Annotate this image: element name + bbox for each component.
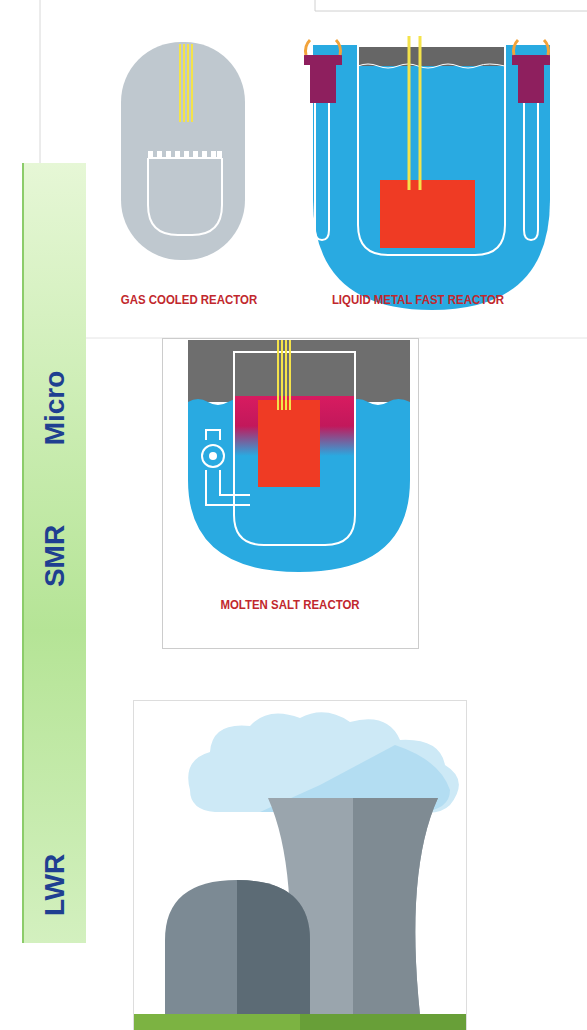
band-label: SMR bbox=[39, 525, 71, 587]
band-label: LWR bbox=[39, 854, 71, 916]
reactor-caption: GAS COOLED REACTOR bbox=[121, 292, 257, 307]
reactor-caption: MOLTEN SALT REACTOR bbox=[220, 597, 359, 612]
band-label: Micro bbox=[39, 371, 71, 446]
reactor-caption: LIQUID METAL FAST REACTOR bbox=[332, 292, 504, 307]
scale-band: MicroSMR LWR bbox=[22, 163, 86, 943]
